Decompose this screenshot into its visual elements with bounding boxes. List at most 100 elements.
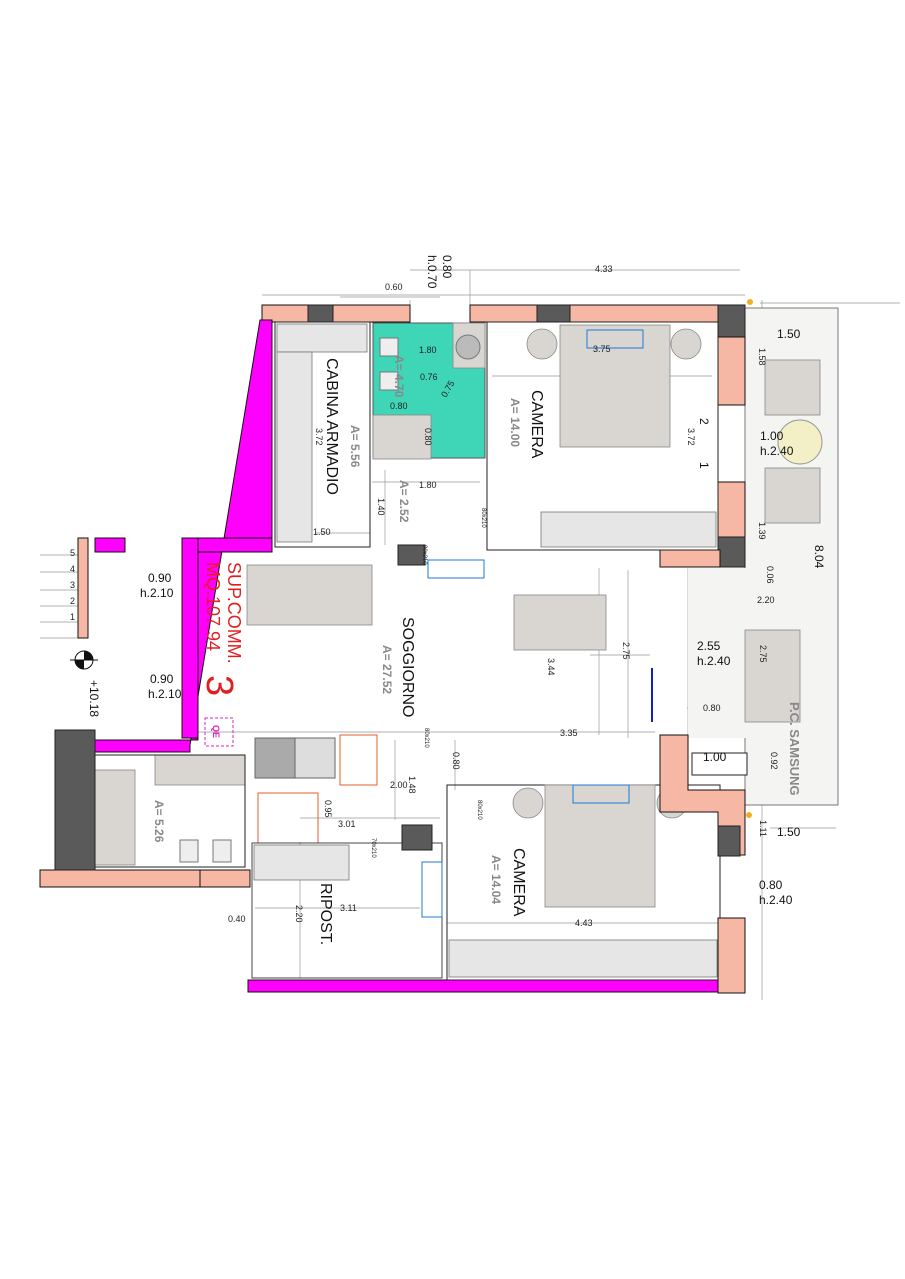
corner-marker: [747, 299, 753, 305]
room-label-cabina: CABINA ARMADIO: [323, 358, 340, 495]
dim-label: 2.00: [390, 780, 408, 790]
perimeter-wall-entrance: [94, 537, 126, 553]
dim-label: 3.11: [340, 903, 357, 913]
door-label: 80x210: [476, 800, 482, 820]
dim-label: h.2.10: [140, 586, 174, 600]
wardrobe: [540, 511, 717, 548]
stair-step: 2: [70, 596, 75, 606]
cabina-outline: [274, 321, 371, 548]
dim-label: 2.55: [697, 639, 721, 653]
dim-label: 1.50: [777, 825, 801, 839]
pillar: [397, 544, 426, 566]
ac-unit: [572, 784, 630, 804]
room-area-bagno2: A= 5.26: [152, 800, 166, 843]
perimeter-wall-bottom: [247, 979, 721, 993]
dim-label: 1.39: [757, 522, 767, 540]
room-area-camera1: A= 14.00: [508, 398, 522, 447]
dim-label: 1.50: [777, 327, 801, 341]
dim-label: 3.35: [560, 728, 578, 738]
sup-comm-value: MQ.107.94: [203, 562, 223, 651]
lounger: [764, 359, 821, 416]
pillar: [307, 304, 334, 323]
pillar: [401, 824, 433, 851]
door-label: 70x210: [370, 838, 376, 858]
bidet: [379, 371, 399, 391]
qe-label: QE: [211, 725, 221, 738]
dim-label: 0.80: [759, 878, 783, 892]
dim-label: 2.75: [621, 642, 631, 660]
hob: [254, 737, 296, 779]
orange-box: [339, 734, 378, 786]
dim-label: 1.80: [419, 480, 437, 490]
corner-marker: [746, 812, 752, 818]
stair-step: 1: [70, 612, 75, 622]
room-label-camera2: CAMERA: [510, 848, 527, 917]
door-label: 80x210: [423, 728, 429, 748]
dim-label: 0.06: [765, 566, 775, 584]
room-label-ripost: RIPOST.: [317, 883, 334, 945]
dim-label: 1.00: [703, 750, 727, 764]
pillar: [717, 536, 746, 568]
room-area-disimpegno: A= 2.52: [397, 480, 411, 523]
pillar: [536, 304, 571, 323]
ac-unit: [427, 559, 485, 579]
dining-table: [513, 594, 607, 651]
dim-label: 1.80: [419, 345, 437, 355]
wall-right-camera2: [659, 734, 746, 856]
dim-label: 0.40: [228, 914, 246, 924]
dim-label: 3.72: [686, 428, 696, 446]
nightstand: [512, 787, 544, 819]
dim-label: 3.44: [546, 658, 556, 676]
wall-bottom-left: [39, 869, 206, 888]
dim-label: 1.58: [757, 348, 767, 366]
dim-label: 1.11: [758, 820, 768, 837]
wc: [179, 839, 199, 863]
outdoor-ac-unit: [691, 752, 748, 776]
dim-label: 2.20: [294, 905, 304, 923]
dim-label: 4.43: [575, 918, 593, 928]
stair: 1 2 3 4 5: [40, 537, 89, 639]
wall-top-left: [261, 304, 411, 323]
wardrobe: [448, 939, 718, 978]
room-area-bagno1: A= 4.70: [392, 355, 406, 398]
dim-label: 0.60: [385, 282, 403, 292]
dim-label: h.2.40: [760, 444, 794, 458]
room-area-camera2: A= 14.04: [489, 855, 503, 904]
sofa: [246, 564, 373, 626]
balcony-table: [744, 629, 801, 723]
pillar: [717, 304, 746, 338]
dim-label: 3.01: [338, 819, 356, 829]
pillar: [717, 825, 741, 857]
wall-bottom-left2: [199, 869, 251, 888]
wc: [379, 337, 399, 357]
wall-right-camera2b: [717, 917, 746, 994]
qe-panel: [204, 717, 234, 747]
ac-unit: [586, 329, 644, 349]
dim-label: 0.92: [769, 752, 779, 770]
dim-label: 0.90: [150, 672, 174, 686]
round-table: [777, 419, 823, 465]
pillar: [54, 729, 96, 871]
dim-label: 0.80: [390, 401, 408, 411]
dim-label: 0.80: [451, 752, 461, 770]
dim-label: 0.95: [323, 800, 333, 818]
door-leaf-number: 1: [697, 462, 711, 469]
wall-right-camera1b: [717, 481, 746, 538]
dim-label: 0.76: [420, 372, 438, 382]
stair-step: 3: [70, 580, 75, 590]
camera1-outline: [486, 321, 719, 551]
dim-label: 0.80: [703, 703, 721, 713]
dim-label: 3.72: [314, 428, 324, 446]
wardrobe: [276, 351, 313, 543]
room-area-soggiorno: A= 27.52: [380, 645, 394, 694]
dim-label: 1.50: [313, 527, 331, 537]
dim-label: 1.00: [760, 429, 784, 443]
double-bed: [544, 784, 656, 908]
room-label-camera1: CAMERA: [528, 390, 545, 459]
door-label: 80x210: [421, 545, 427, 565]
dim-label: 4.33: [595, 264, 613, 274]
bidet: [212, 839, 232, 863]
wardrobe: [253, 844, 350, 881]
double-bed: [559, 324, 671, 448]
door-leaf-number: 2: [697, 418, 711, 425]
